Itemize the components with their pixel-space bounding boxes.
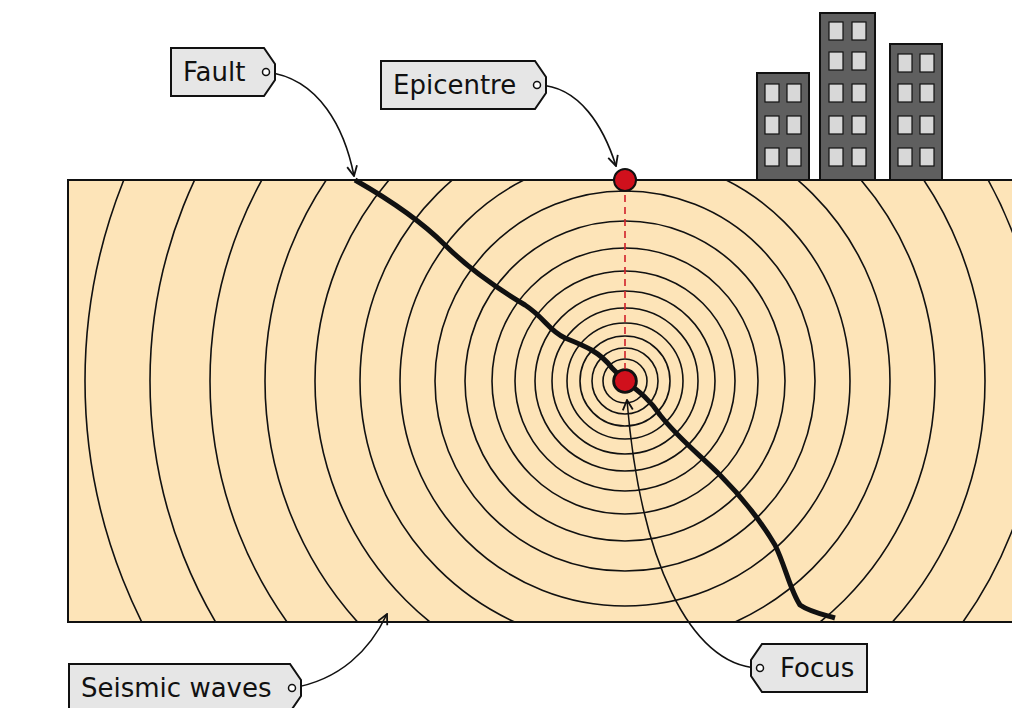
buildings xyxy=(757,13,942,180)
label-tag: Focus xyxy=(750,642,869,694)
label-tag: Epicentre xyxy=(379,59,547,111)
label-tag: Fault xyxy=(169,46,276,98)
building-windows xyxy=(765,22,934,166)
tag-label: Fault xyxy=(183,46,276,98)
epicentre-dot xyxy=(614,169,636,191)
seismic-wave-rings xyxy=(85,180,1012,622)
focus-dot xyxy=(614,370,636,392)
tag-label: Focus xyxy=(780,642,869,694)
label-tag: Seismic waves xyxy=(67,662,302,708)
fault-line xyxy=(355,180,835,618)
tag-label: Epicentre xyxy=(393,59,547,111)
tag-label: Seismic waves xyxy=(81,662,302,708)
leader-lines xyxy=(266,72,758,688)
focus-epicentre-dash xyxy=(624,183,626,375)
ground-block xyxy=(68,180,1012,622)
